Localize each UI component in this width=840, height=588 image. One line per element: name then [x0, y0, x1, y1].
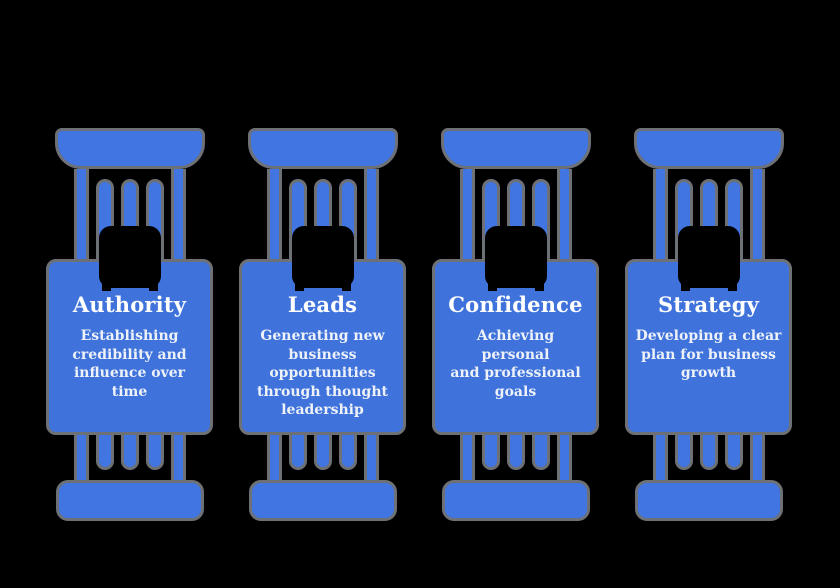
column-shaft [170, 169, 186, 259]
pillar-base [634, 480, 783, 521]
pillar-badge-icon [677, 226, 740, 291]
pillar-description: Achieving personal and professional goal… [450, 328, 581, 400]
pillar-shafts-top [73, 169, 186, 259]
pillar-capital [633, 128, 784, 169]
column-shaft [652, 435, 668, 480]
pillar-title: Leads [287, 292, 358, 317]
pillar-card: Authority Establishing credibility and i… [46, 226, 213, 435]
column-shaft [749, 169, 765, 259]
pillar-card: Strategy Developing a clear plan for bus… [625, 226, 792, 435]
column-shaft [363, 169, 379, 259]
column-shaft [145, 435, 164, 470]
column-shaft [749, 435, 765, 480]
pillar-base [441, 480, 590, 521]
pillar-capital [440, 128, 591, 169]
column-shaft [674, 435, 693, 470]
column-shaft [288, 435, 307, 470]
pillar-capital [247, 128, 398, 169]
column-shaft [506, 435, 525, 470]
column-shaft [459, 169, 475, 259]
column-shaft [556, 435, 572, 480]
column-shaft [724, 435, 743, 470]
column-shaft [313, 435, 332, 470]
pillar-description: Generating new business opportunities th… [257, 328, 388, 418]
pillar-card: Leads Generating new business opportunit… [239, 226, 406, 435]
column-shaft [363, 435, 379, 480]
pillar-authority: Authority Establishing credibility and i… [46, 128, 213, 588]
column-shaft [170, 435, 186, 480]
column-shaft [556, 169, 572, 259]
column-shaft [73, 169, 89, 259]
pillar-shafts-bottom [459, 435, 572, 480]
column-shaft [531, 435, 550, 470]
pillar-title: Strategy [657, 292, 760, 317]
column-shaft [459, 435, 475, 480]
pillar-shafts-bottom [266, 435, 379, 480]
pillar-title: Confidence [448, 292, 583, 317]
pillar-badge-icon [291, 226, 354, 291]
pillar-badge-icon [484, 226, 547, 291]
pillar-description: Establishing credibility and influence o… [72, 328, 187, 400]
column-shaft [481, 435, 500, 470]
column-shaft [266, 169, 282, 259]
pillar-base [248, 480, 397, 521]
column-shaft [652, 169, 668, 259]
pillar-strategy: Strategy Developing a clear plan for bus… [625, 128, 792, 588]
column-shaft [338, 435, 357, 470]
column-shaft [120, 435, 139, 470]
pillar-leads: Leads Generating new business opportunit… [239, 128, 406, 588]
pillar-capital [54, 128, 205, 169]
pillar-base [55, 480, 204, 521]
column-shaft [699, 435, 718, 470]
pillar-title: Authority [72, 292, 187, 317]
pillar-shafts-bottom [652, 435, 765, 480]
pillar-badge-icon [98, 226, 161, 291]
pillar-card: Confidence Achieving personal and profes… [432, 226, 599, 435]
pillar-confidence: Confidence Achieving personal and profes… [432, 128, 599, 588]
column-shaft [266, 435, 282, 480]
pillar-shafts-bottom [73, 435, 186, 480]
pillar-description: Developing a clear plan for business gro… [635, 328, 782, 381]
column-shaft [95, 435, 114, 470]
column-shaft [73, 435, 89, 480]
